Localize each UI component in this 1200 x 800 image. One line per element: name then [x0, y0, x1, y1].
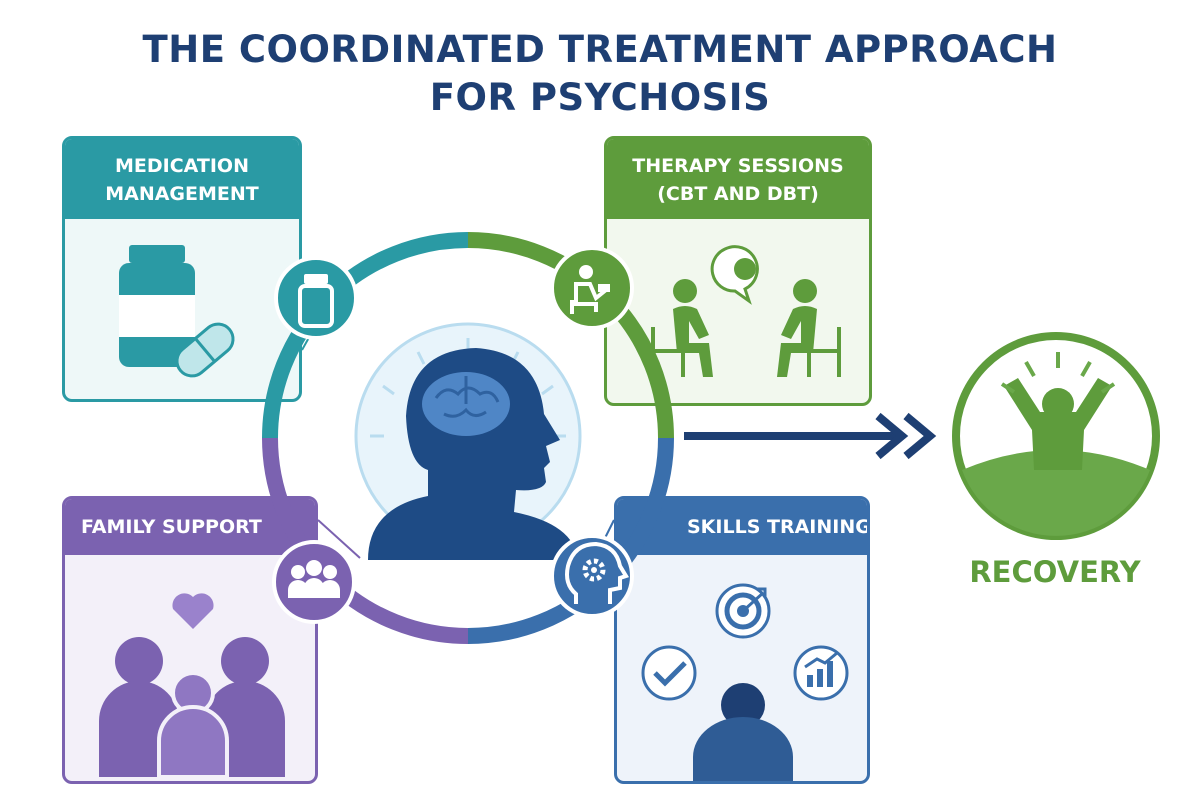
skills-training-panel: SKILLS TRAINING: [614, 496, 870, 784]
family-with-heart-icon: [99, 593, 285, 777]
family-panel-header: FAMILY SUPPORT: [65, 499, 315, 555]
medication-management-panel: MEDICATION MANAGEMENT: [62, 136, 302, 402]
title-line-2: FOR PSYCHOSIS: [429, 76, 771, 119]
therapy-title-line-1: THERAPY SESSIONS: [632, 155, 844, 177]
skills-panel-header: SKILLS TRAINING: [617, 499, 867, 555]
skills-node: [550, 534, 634, 618]
medicine-bottle-icon: [119, 245, 235, 378]
arrow-to-recovery: [684, 412, 937, 460]
halo-rays: [370, 338, 566, 438]
medication-title-line-1: MEDICATION: [115, 155, 249, 177]
family-node: [272, 540, 356, 624]
medication-title-line-2: MANAGEMENT: [105, 183, 259, 205]
therapy-panel-header: THERAPY SESSIONS (CBT AND DBT): [607, 139, 869, 219]
two-people-talking-icon: [651, 245, 841, 377]
recovery-label: RECOVERY: [969, 555, 1141, 589]
medication-node: [274, 256, 358, 340]
person-with-goal-icons: [641, 583, 849, 781]
family-support-panel: FAMILY SUPPORT: [62, 496, 318, 784]
title-line-1: THE COORDINATED TREATMENT APPROACH: [142, 28, 1058, 71]
connector-line: [317, 519, 361, 559]
person-celebrating-icon: [952, 332, 1160, 540]
head-with-brain-icon: [368, 348, 578, 560]
skills-title: SKILLS TRAINING: [687, 516, 870, 538]
therapy-node: [550, 246, 634, 330]
therapy-title-line-2: (CBT AND DBT): [657, 183, 819, 205]
medication-panel-header: MEDICATION MANAGEMENT: [65, 139, 299, 219]
diagram-title: THE COORDINATED TREATMENT APPROACH FOR P…: [0, 26, 1200, 122]
family-title: FAMILY SUPPORT: [81, 516, 262, 538]
